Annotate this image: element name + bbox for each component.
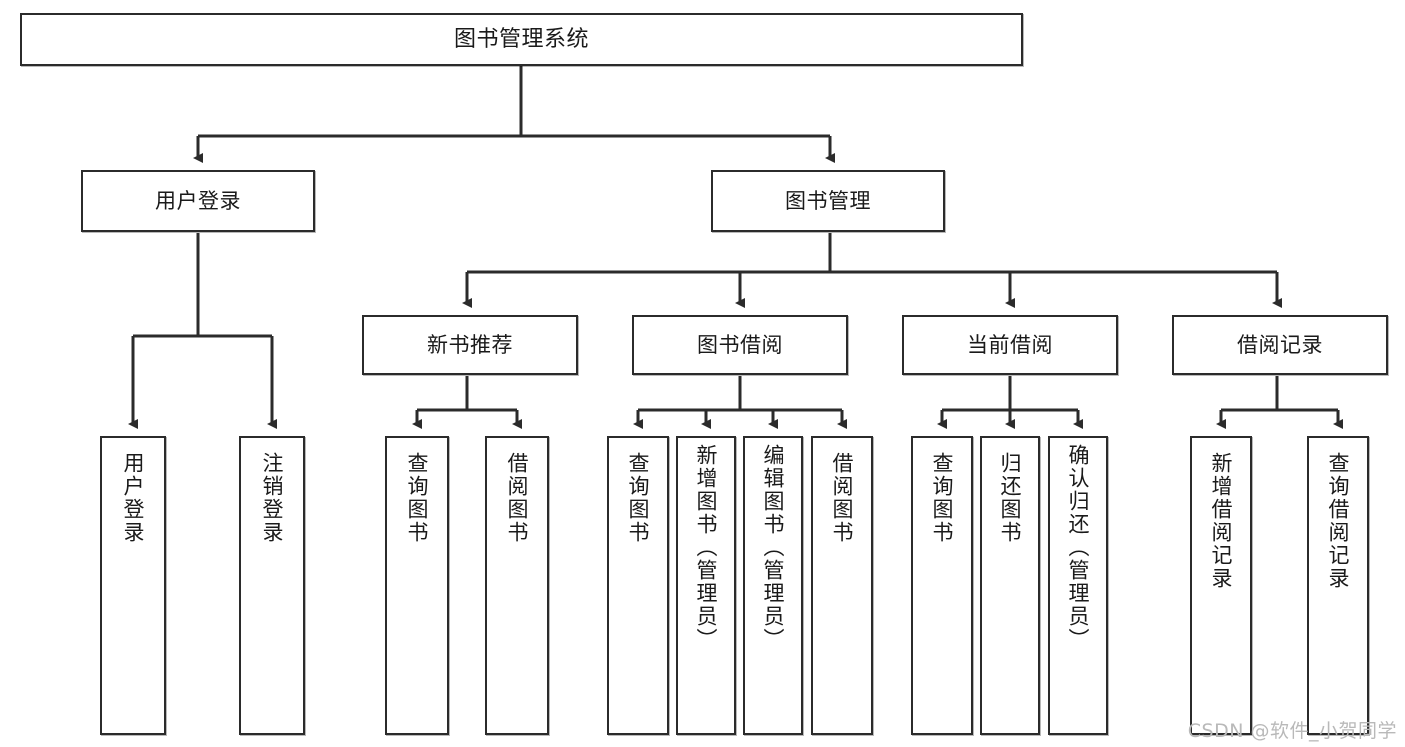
node-label: 借阅记录 (1237, 332, 1323, 357)
node-root-system[interactable]: 图书管理系统 (20, 13, 1023, 66)
leaf-book-borrow-add-book-admin[interactable]: 新增图书（管理员） (676, 436, 736, 735)
leaf-borrow-records-add-record[interactable]: 新增借阅记录 (1190, 436, 1252, 735)
node-book-management[interactable]: 图书管理 (711, 170, 945, 232)
leaf-current-borrow-query-book[interactable]: 查询图书 (911, 436, 973, 735)
node-new-book-recommend[interactable]: 新书推荐 (362, 315, 578, 375)
leaf-current-borrow-return-book[interactable]: 归还图书 (980, 436, 1040, 735)
node-label: 新增图书（管理员） (694, 444, 719, 651)
node-label: 图书管理 (785, 188, 871, 213)
node-label: 借阅图书 (830, 452, 855, 544)
node-label: 用户登录 (155, 188, 241, 213)
node-label: 当前借阅 (967, 332, 1053, 357)
node-book-borrow[interactable]: 图书借阅 (632, 315, 848, 375)
leaf-new-book-borrow-book[interactable]: 借阅图书 (485, 436, 549, 735)
node-borrow-records[interactable]: 借阅记录 (1172, 315, 1388, 375)
node-label: 查询图书 (405, 452, 430, 544)
node-user-login[interactable]: 用户登录 (81, 170, 315, 232)
node-label: 新书推荐 (427, 332, 513, 357)
leaf-book-borrow-query-book[interactable]: 查询图书 (607, 436, 669, 735)
node-label: 用户登录 (121, 452, 146, 544)
leaf-book-borrow-edit-book-admin[interactable]: 编辑图书（管理员） (743, 436, 803, 735)
node-current-borrow[interactable]: 当前借阅 (902, 315, 1118, 375)
node-label: 确认归还（管理员） (1066, 444, 1091, 651)
node-label: 借阅图书 (505, 452, 530, 544)
node-label: 查询图书 (626, 452, 651, 544)
leaf-user-login-login[interactable]: 用户登录 (100, 436, 166, 735)
leaf-current-borrow-confirm-return-admin[interactable]: 确认归还（管理员） (1048, 436, 1108, 735)
csdn-watermark: CSDN @软件_小贺同学 (1187, 720, 1397, 742)
leaf-borrow-records-query-record[interactable]: 查询借阅记录 (1307, 436, 1369, 735)
node-label: 新增借阅记录 (1209, 452, 1234, 590)
leaf-user-login-logout[interactable]: 注销登录 (239, 436, 305, 735)
node-label: 查询借阅记录 (1326, 452, 1351, 590)
leaf-new-book-query-book[interactable]: 查询图书 (385, 436, 449, 735)
node-label: 图书借阅 (697, 332, 783, 357)
node-label: 归还图书 (998, 452, 1023, 544)
node-label: 编辑图书（管理员） (761, 444, 786, 651)
leaf-book-borrow-borrow-book[interactable]: 借阅图书 (811, 436, 873, 735)
node-label: 查询图书 (930, 452, 955, 544)
node-label: 图书管理系统 (453, 26, 589, 52)
node-label: 注销登录 (260, 452, 285, 544)
